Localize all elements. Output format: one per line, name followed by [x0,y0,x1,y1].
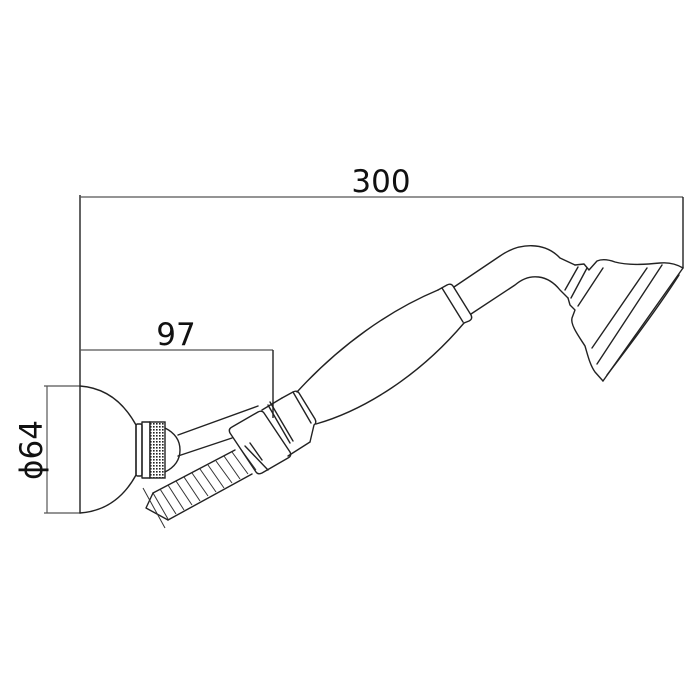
dimension-label-300: 300 [351,164,410,200]
hose [142,442,269,529]
dimension-overall-length: 300 [79,164,684,386]
bracket-arm [177,405,259,457]
wall-flange [79,385,137,514]
dimension-label-phi64: ϕ64 [14,420,50,480]
shower-head [564,259,684,382]
dimension-bracket-projection: 97 [80,317,274,418]
handle-lower-collar [261,390,317,457]
shower-neck [453,245,576,315]
dimension-label-97: 97 [156,317,195,353]
handle-body [296,283,473,425]
knurled-nut [135,421,181,479]
dimension-flange-diameter: ϕ64 [14,385,80,514]
bracket-holder [228,410,292,475]
